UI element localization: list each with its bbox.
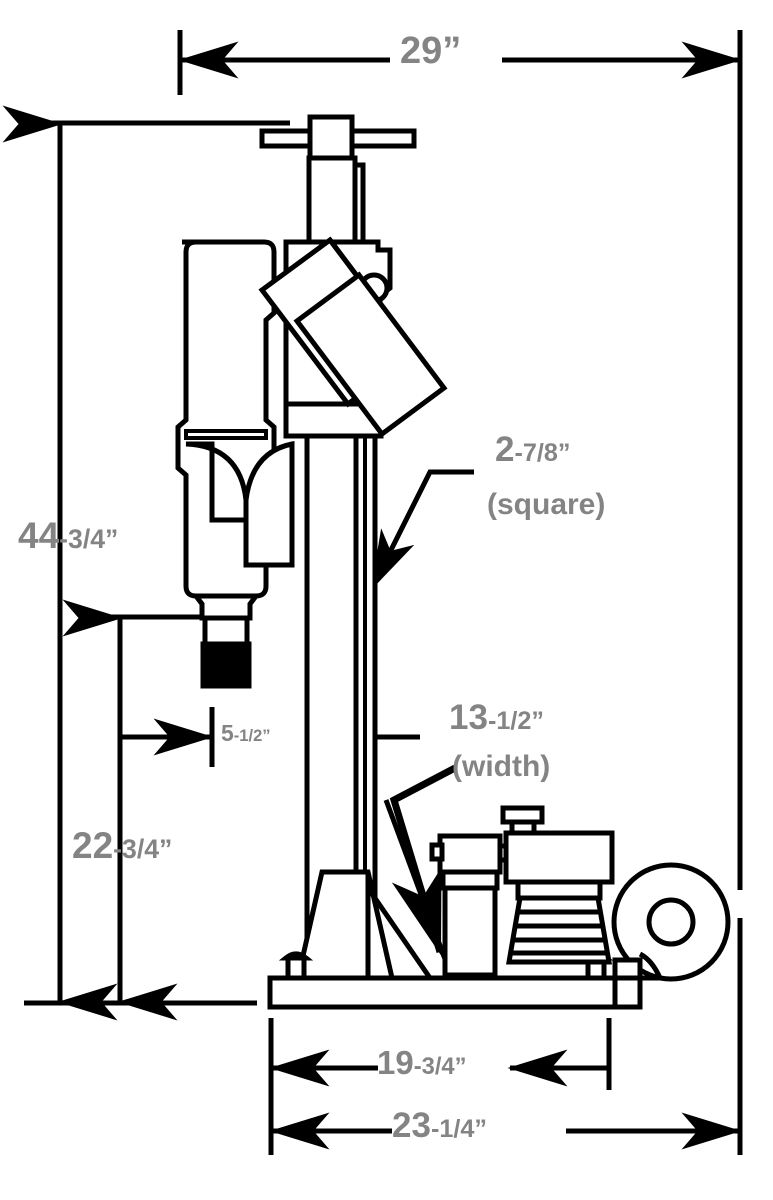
motor-pulley-wheel <box>611 862 731 982</box>
feed-handle <box>259 114 417 163</box>
dim-label-44-3-4in: 44-3/4” <box>18 515 119 556</box>
machine-illustration <box>175 114 731 1010</box>
tilted-motor-housing <box>258 236 448 438</box>
motor-finned-body <box>506 895 612 965</box>
quill-column <box>306 155 366 251</box>
dim-label-29in: 29” <box>400 30 462 72</box>
motor-upper-housing <box>503 830 615 901</box>
leader-line-2-7-8in <box>369 469 474 591</box>
dim-label-19-3-4in: 19-3/4” <box>377 1044 467 1081</box>
dim-label-22-3-4in: 22-3/4” <box>72 825 173 866</box>
chuck-and-bit <box>191 593 261 689</box>
dim-label-23-1-4in: 23-1/4” <box>392 1106 487 1145</box>
dim-label-13-1-2in: 13-1/2” <box>449 698 544 737</box>
dim-label-5-1-2in: 5-1/2” <box>221 720 271 746</box>
dim-note-width: (width) <box>452 750 551 783</box>
dim-note-square: (square) <box>487 488 606 521</box>
base-bolt-left <box>278 951 314 981</box>
dim-label-2-7-8in: 2-7/8” <box>495 430 571 469</box>
machine-base-plate <box>267 975 620 1010</box>
pulley-shroud <box>612 951 664 1010</box>
spindle-nose <box>184 429 295 568</box>
